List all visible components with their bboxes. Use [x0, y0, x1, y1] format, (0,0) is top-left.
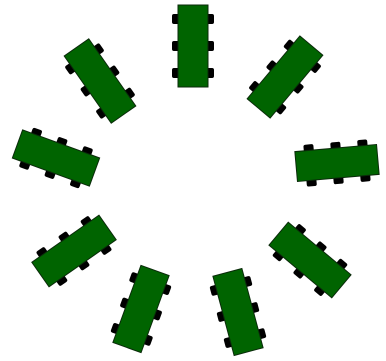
table-top	[295, 144, 379, 181]
table-1	[172, 5, 214, 87]
table-9	[243, 32, 328, 122]
table-top	[12, 130, 99, 186]
table-6	[207, 267, 269, 357]
table-4	[28, 210, 119, 291]
table-top	[178, 5, 208, 87]
table-2	[59, 35, 140, 126]
table-5	[107, 263, 175, 354]
table-3	[10, 124, 101, 192]
table-8	[294, 139, 379, 188]
table-7	[265, 218, 355, 303]
table-top	[113, 265, 169, 352]
